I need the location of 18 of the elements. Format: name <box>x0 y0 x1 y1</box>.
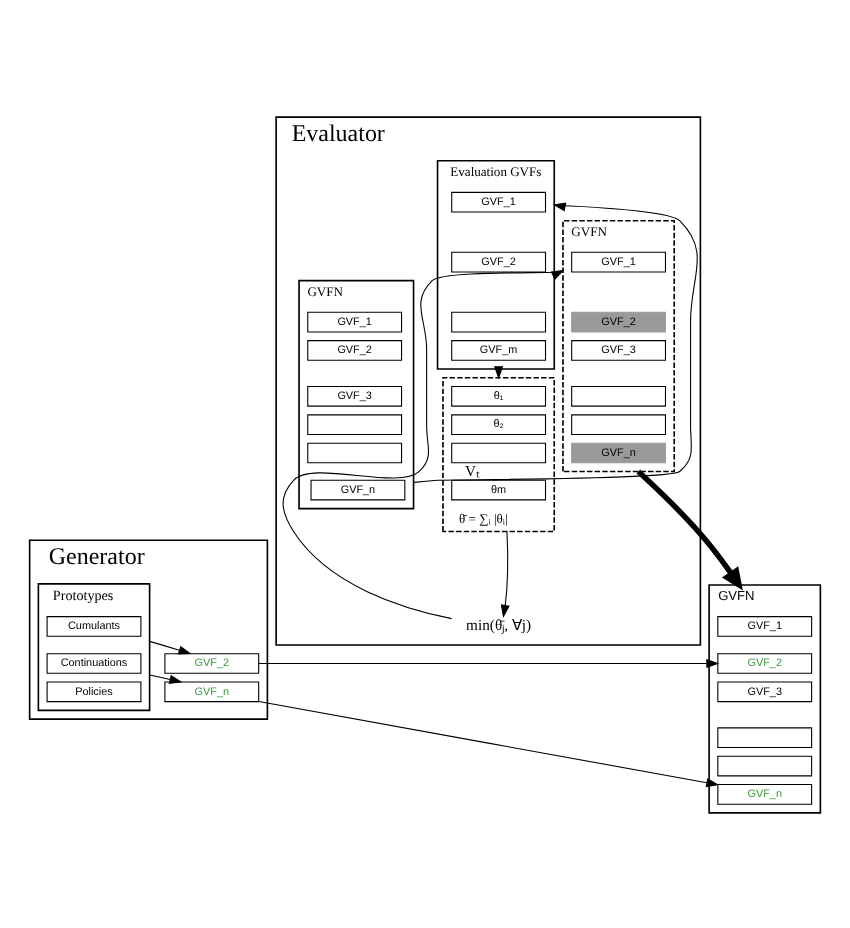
arrow <box>282 268 565 619</box>
node-box <box>451 310 547 332</box>
node-box <box>307 441 403 463</box>
node-box <box>717 754 813 776</box>
node-box <box>307 413 403 434</box>
node-text: min(θ̄ⱼ, ∀j) <box>466 615 532 634</box>
node-box <box>717 726 813 747</box>
arrow <box>258 699 720 787</box>
node-box <box>571 413 667 434</box>
arrow <box>149 639 192 654</box>
node-box <box>571 384 667 406</box>
arrow <box>636 468 743 590</box>
arrow <box>258 657 720 668</box>
arrow <box>149 673 183 683</box>
edge-label: Vₜ <box>464 460 480 479</box>
node-box <box>451 441 547 463</box>
arrow <box>500 530 510 617</box>
arrow <box>413 201 698 482</box>
